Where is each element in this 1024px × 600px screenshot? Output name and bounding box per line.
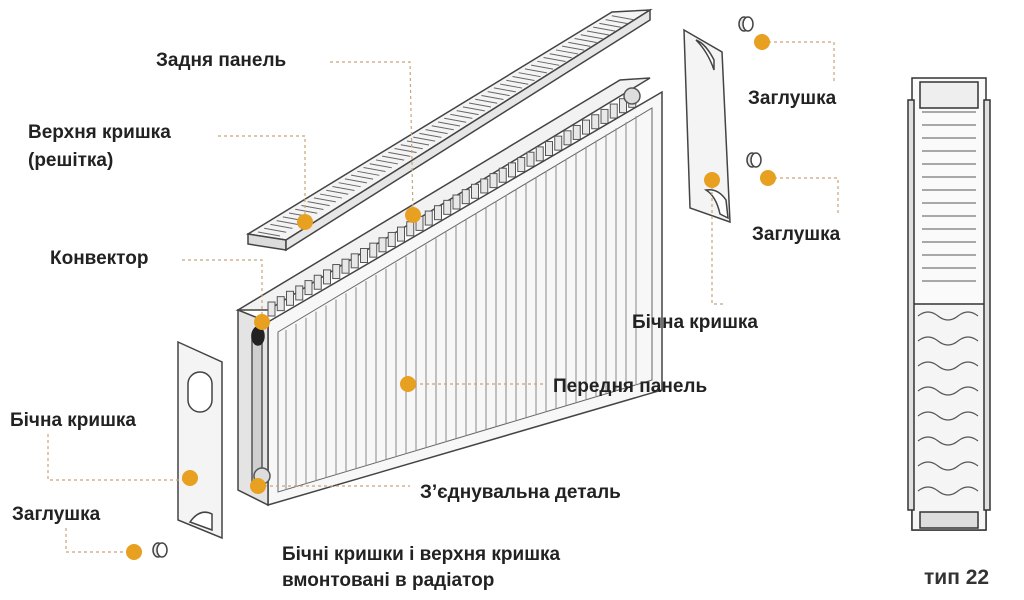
label-side-cover-left: Бічна кришка [10, 410, 136, 431]
side-cover-left [177, 340, 223, 540]
top-cover-grille [245, 8, 653, 252]
marker-front-panel [400, 376, 416, 392]
marker-plug-2 [760, 170, 776, 186]
marker-plug-3 [126, 544, 142, 560]
plug-caps [152, 16, 762, 558]
label-plug-1: Заглушка [748, 88, 837, 109]
note-line-2: вмонтовані в радіатор [282, 570, 495, 591]
marker-convector [254, 314, 270, 330]
marker-back-panel [405, 207, 421, 223]
label-side-cover-right: Бічна кришка [632, 312, 758, 333]
marker-side-cover-right [704, 172, 720, 188]
type-label: тип 22 [924, 566, 990, 589]
label-connecting-part: З’єднувальна деталь [420, 482, 621, 503]
label-plug-3: Заглушка [12, 504, 101, 525]
note-line-1: Бічні кришки і верхня кришка [282, 544, 561, 565]
type-22-cross-section [907, 77, 991, 531]
marker-plug-1 [754, 34, 770, 50]
marker-top-cover [297, 214, 313, 230]
label-top-cover: Верхня кришка [28, 122, 171, 143]
marker-connecting-part [250, 478, 266, 494]
label-plug-2: Заглушка [752, 224, 841, 245]
label-convector: Конвектор [50, 248, 149, 269]
label-back-panel: Задня панель [156, 50, 287, 71]
side-cover-right [683, 28, 731, 224]
label-front-panel: Передня панель [553, 376, 708, 397]
label-top-cover-grille: (решітка) [28, 150, 114, 171]
radiator-body [235, 77, 663, 507]
marker-side-cover-left [182, 470, 198, 486]
